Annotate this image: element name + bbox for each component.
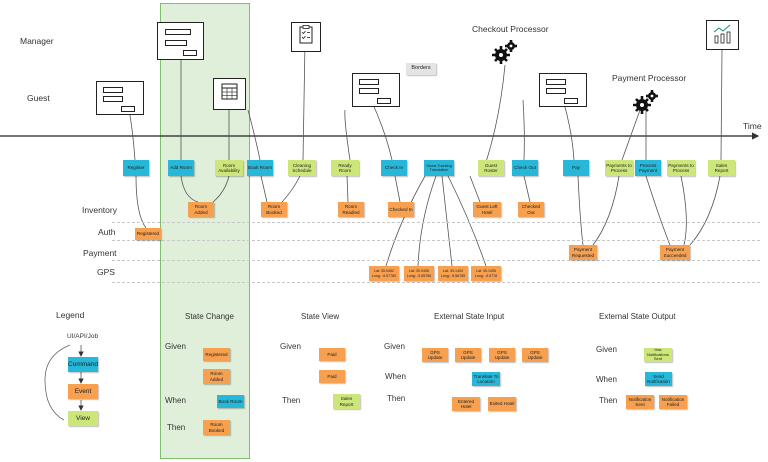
command-pay: Pay [563, 160, 589, 176]
external-input-translate-to-location: Translate To Location [472, 372, 500, 386]
state-view-then: Then [282, 396, 301, 405]
checkout-processor-gear-icon [492, 40, 517, 64]
auth-lane-line [112, 240, 760, 241]
lane-payment-processor: Payment Processor [612, 73, 687, 83]
external-input-gps-update-2: GPS Update [455, 348, 481, 362]
legend-view: View [68, 411, 98, 426]
legend-title: Legend [56, 310, 85, 320]
command-check-in: Check In [381, 160, 407, 176]
event-checked-in: Checked In [388, 202, 414, 217]
external-input-exited-hotel: Exited Hotel [488, 397, 516, 411]
borders-tag: Borders [406, 63, 436, 75]
event-room-readied: Room Readied [338, 202, 364, 217]
external-input-title: External State Input [434, 312, 505, 321]
guest-pay-screen [539, 73, 587, 107]
state-view-given-paid-2: Paid [319, 370, 345, 383]
state-change-when-book-room: Book Room [217, 395, 244, 408]
external-output-notification-sent: Notification Sent [626, 395, 654, 409]
legend-ui: UI/API/Job [67, 333, 99, 340]
view-payments-to-process-2: Payments to Process [667, 160, 695, 176]
command-check-out: Check Out [512, 160, 538, 176]
command-add-room: Add Room [168, 160, 194, 176]
lane-inventory: Inventory [82, 205, 117, 215]
event-payment-succeeded: Payment Succeeded [660, 245, 690, 260]
external-input-gps-update-4: GPS Update [522, 348, 548, 362]
lane-auth: Auth [98, 227, 116, 237]
state-change-given-room-added: Room Added [203, 369, 230, 384]
state-change-when: When [165, 396, 186, 405]
lane-manager: Manager [20, 36, 54, 46]
state-change-then: Then [167, 423, 186, 432]
view-payments-to-process-1: Payments to Process [605, 160, 633, 176]
event-checked-out: Checked Out [518, 202, 544, 217]
view-room-availability: Room Availability [215, 160, 243, 176]
external-output-has-notifications-sent: Has Notifications Sent [644, 348, 672, 362]
external-input-given: Given [384, 342, 405, 351]
guest-register-screen [96, 81, 144, 115]
gps-point-2: Lat: 30.0406 Long: -9.55785 [404, 266, 434, 281]
state-view-given-paid-1: Paid [319, 348, 345, 361]
gps-point-4: Lat: 35.1406 Long: -9.5778 [471, 266, 501, 281]
event-guest-left-hotel: Guest Left Hotel [473, 202, 501, 217]
external-output-send-notification: Send Notification [645, 372, 672, 386]
guest-room-calendar-screen [213, 78, 246, 110]
gps-translation: Guest Tracking Translation [424, 160, 454, 176]
lane-gps: GPS [97, 267, 115, 277]
state-change-given-registered: Registered [203, 348, 230, 361]
legend-command: Command [68, 357, 98, 372]
payment-processor-gear-icon [633, 90, 658, 114]
state-view-given: Given [280, 342, 301, 351]
state-change-given: Given [165, 342, 186, 351]
event-payment-requested: Payment Requested [569, 245, 597, 260]
lane-guest: Guest [27, 93, 50, 103]
lane-checkout-processor: Checkout Processor [472, 24, 549, 34]
view-ready-room: Ready Room [331, 160, 359, 176]
state-change-title: State Change [185, 312, 234, 321]
gps-point-1: Lat: 35.0452 Long: -9.57780 [369, 266, 399, 281]
time-axis-label: Time [743, 121, 762, 131]
manager-sales-report-screen [706, 20, 739, 50]
external-input-gps-update-3: GPS Update [489, 348, 515, 362]
gps-lane-line [112, 282, 760, 283]
external-output-title: External State Output [599, 312, 676, 321]
inventory-lane-line [112, 222, 760, 223]
event-room-added: Room Added [188, 202, 214, 217]
view-cleaning-schedule: Cleaning Schedule [288, 160, 316, 176]
payment-lane-line [112, 260, 760, 261]
external-output-when: When [596, 375, 617, 384]
external-input-gps-update-1: GPS Update [422, 348, 448, 362]
guest-check-in-screen [352, 73, 400, 107]
legend-event: Event [68, 384, 98, 399]
command-process-payment: Process Payment [635, 160, 661, 176]
command-register: Register [123, 160, 149, 176]
external-input-entered-hotel: Entered Hotel [452, 397, 480, 411]
event-room-booked: Room Booked [261, 202, 287, 217]
view-sales-report: Sales Report [708, 160, 735, 176]
view-guest-roster: Guest Roster [478, 160, 504, 176]
external-output-given: Given [596, 345, 617, 354]
external-input-then: Then [387, 394, 406, 403]
manager-cleaning-schedule-screen [291, 22, 321, 52]
external-output-then: Then [599, 396, 618, 405]
state-view-title: State View [301, 312, 340, 321]
manager-add-room-screen [157, 22, 204, 60]
event-registered: Registered [135, 228, 161, 240]
gps-point-3: Lat: 30.1404 Long: -9.56785 [438, 266, 468, 281]
state-view-then-sales-report: Sales Report [333, 394, 360, 409]
command-book-room: Book Room [247, 160, 273, 176]
external-output-notification-failed: Notification Failed [659, 395, 687, 409]
lane-payment: Payment [83, 248, 117, 258]
state-change-then-room-booked: Room Booked [203, 420, 230, 435]
external-input-when: When [385, 372, 406, 381]
